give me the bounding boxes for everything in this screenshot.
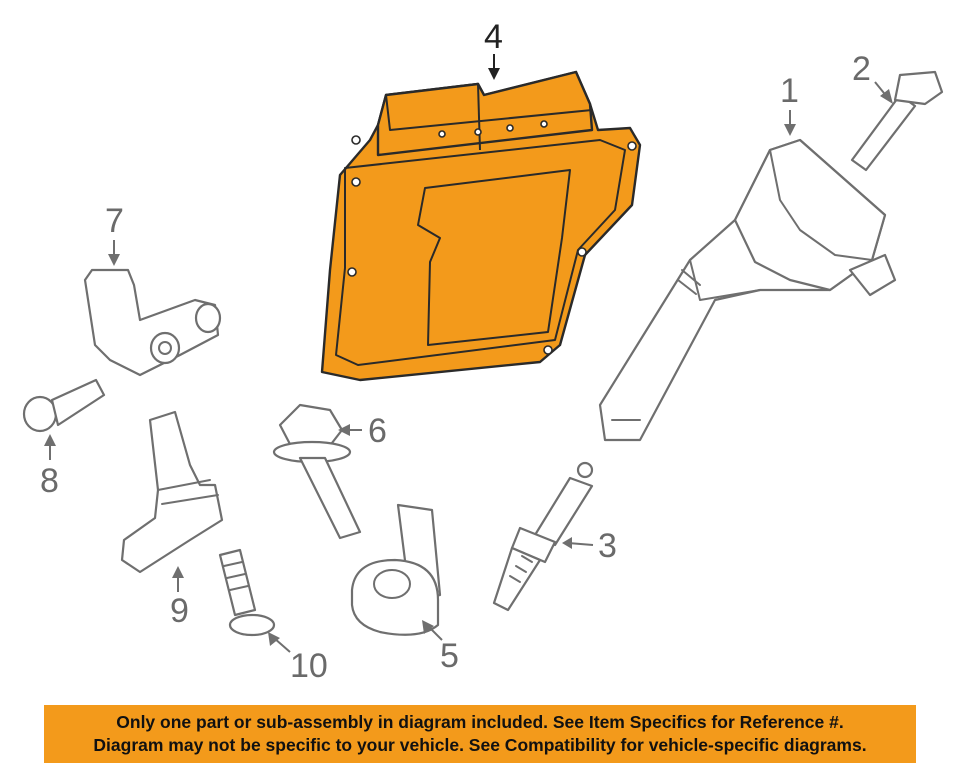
callout-5-label: 5 xyxy=(440,637,459,675)
callout-5: 5 xyxy=(422,620,459,675)
callout-2: 2 xyxy=(852,50,893,104)
part-9-crank-sensor[interactable] xyxy=(120,410,224,574)
callout-7-label: 7 xyxy=(105,202,124,240)
callout-6-label: 6 xyxy=(368,412,387,450)
callout-4: 4 xyxy=(484,18,503,80)
callout-4-label: 4 xyxy=(484,18,503,56)
part-6-flange-bolt[interactable] xyxy=(272,403,362,540)
parts-diagram: 4 1 2 3 xyxy=(22,18,944,685)
disclaimer-line-1: Only one part or sub-assembly in diagram… xyxy=(116,712,844,732)
part-1-ignition-coil[interactable] xyxy=(598,138,897,442)
callout-1-label: 1 xyxy=(780,72,799,110)
callout-8: 8 xyxy=(40,434,59,500)
part-3-spark-plug[interactable] xyxy=(492,461,594,612)
part-10-bolt[interactable] xyxy=(218,548,276,637)
callout-1: 1 xyxy=(780,72,799,136)
callout-10: 10 xyxy=(268,632,328,685)
callout-3: 3 xyxy=(562,527,617,565)
callout-9-label: 9 xyxy=(170,592,189,630)
callout-9: 9 xyxy=(170,566,189,630)
part-8-bolt[interactable] xyxy=(22,378,106,433)
part-7-cam-sensor[interactable] xyxy=(83,268,222,377)
disclaimer-line-2: Diagram may not be specific to your vehi… xyxy=(93,735,867,755)
callout-2-label: 2 xyxy=(852,50,871,88)
disclaimer-banner: Only one part or sub-assembly in diagram… xyxy=(44,705,916,763)
callout-7: 7 xyxy=(105,202,124,266)
callout-6: 6 xyxy=(338,412,387,450)
part-2-bolt[interactable] xyxy=(850,70,944,172)
part-5-knock-sensor[interactable] xyxy=(350,503,442,636)
callout-10-label: 10 xyxy=(290,647,328,685)
callout-8-label: 8 xyxy=(40,462,59,500)
part-4-ecu[interactable] xyxy=(320,70,642,382)
callout-3-label: 3 xyxy=(598,527,617,565)
